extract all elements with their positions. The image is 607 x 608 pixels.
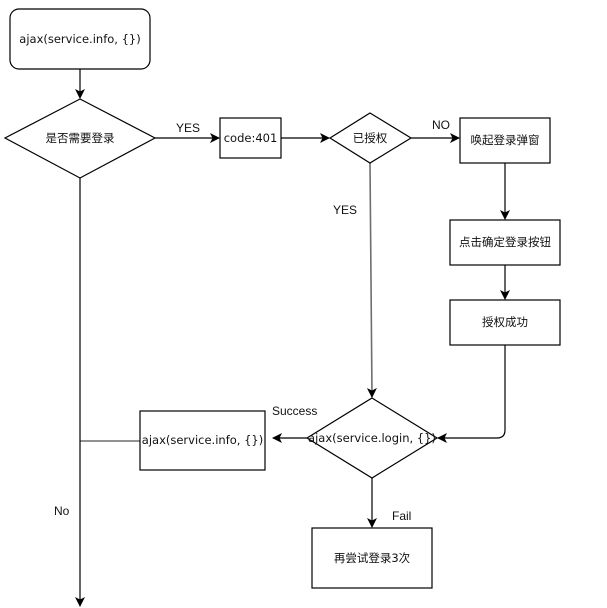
edge-label-login-success: Success — [272, 404, 317, 418]
node-start-label: ajax(service.info, {}) — [19, 32, 140, 46]
node-code401-label: code:401 — [224, 131, 278, 145]
node-login-call: ajax(service.login, {}) — [305, 397, 439, 479]
edge-label-need-login-no: No — [54, 504, 70, 518]
node-click-confirm-login: 点击确定登录按钮 — [449, 219, 561, 266]
node-show-login-popup: 唤起登录弹窗 — [459, 117, 551, 164]
node-retry-info-label: ajax(service.info, {}) — [142, 433, 263, 447]
edge-label-authorized-yes: YES — [333, 203, 357, 217]
node-auth-success: 授权成功 — [449, 299, 561, 346]
node-authorized: 已授权 — [328, 112, 413, 164]
node-retry-info: ajax(service.info, {}) — [139, 410, 266, 471]
node-need-login-label: 是否需要登录 — [46, 131, 115, 145]
node-show-login-popup-label: 唤起登录弹窗 — [471, 133, 540, 147]
node-retry-login-label: 再尝试登录3次 — [334, 551, 411, 565]
edge-label-need-login-yes: YES — [176, 121, 200, 135]
node-retry-login: 再尝试登录3次 — [311, 527, 433, 589]
node-auth-success-label: 授权成功 — [482, 315, 528, 329]
node-click-confirm-login-label: 点击确定登录按钮 — [459, 235, 551, 249]
edge-label-authorized-no: NO — [432, 118, 450, 132]
edge-authorized-yes-to-login-call — [366, 162, 377, 398]
edge-label-login-fail: Fail — [392, 509, 411, 523]
node-login-call-label: ajax(service.login, {}) — [308, 431, 436, 445]
edge-auth-success-to-login-call — [437, 345, 506, 443]
node-code401: code:401 — [219, 117, 282, 159]
node-authorized-label: 已授权 — [353, 131, 388, 145]
node-need-login: 是否需要登录 — [3, 98, 157, 179]
node-start: ajax(service.info, {}) — [9, 8, 151, 70]
